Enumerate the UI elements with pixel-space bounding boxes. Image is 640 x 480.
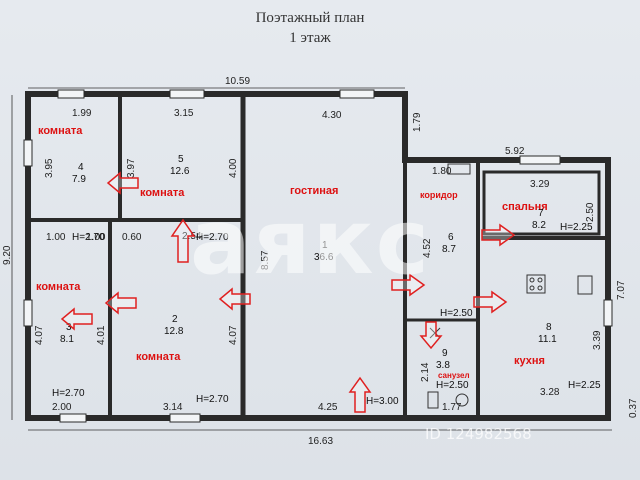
room-1-height: H=3.00	[366, 396, 399, 407]
flow-arrows	[60, 171, 516, 413]
dim-bottom-r3: 2.00	[52, 402, 72, 413]
room-5-area: 12.6	[170, 166, 190, 177]
watermark-logo: аякс	[190, 190, 431, 295]
room-2-height: H=2.70	[196, 394, 229, 405]
dim-mid-a: 1.00	[46, 232, 66, 243]
room-4-number: 4	[78, 162, 84, 173]
room-4-height: H=2.70	[72, 232, 105, 243]
room-9-label: санузел	[438, 371, 470, 380]
dim-corr-height: 4.52	[422, 238, 433, 258]
room-7-height: H=2.25	[560, 222, 593, 233]
room-3-area: 8.1	[60, 334, 74, 345]
fixtures	[427, 163, 593, 409]
toilet-icon	[427, 391, 439, 409]
dim-bottom-total: 16.63	[308, 436, 333, 447]
dim-top-corr: 1.80	[432, 166, 452, 177]
dim-bottom-living: 4.25	[318, 402, 338, 413]
arrow-right-icon	[481, 223, 516, 247]
room-6-number: 6	[448, 232, 454, 243]
room-3-number: 3	[66, 322, 72, 333]
dim-left-r4: 3.95	[44, 158, 55, 178]
boiler-icon	[447, 163, 471, 175]
dim-bottom-r2: 3.14	[163, 402, 183, 413]
dim-top-total: 10.59	[225, 76, 250, 87]
room-4-label: комната	[38, 125, 83, 137]
dim-kitchen-right: 3.39	[592, 330, 603, 350]
arrow-left-icon	[106, 171, 139, 195]
dim-r2-right: 4.07	[228, 325, 239, 345]
dim-living-left: 8.57	[260, 250, 271, 270]
sink-icon	[577, 275, 593, 295]
arrow-left-icon	[104, 291, 137, 315]
room-2-label: комната	[136, 351, 181, 363]
room-3-label: комната	[36, 281, 81, 293]
arrow-down-icon	[419, 321, 443, 350]
dim-r3-right: 4.01	[96, 325, 107, 345]
dim-left-total: 9.20	[2, 245, 13, 265]
room-8-number: 8	[546, 322, 552, 333]
dim-far-right-small: 0.37	[628, 398, 639, 418]
room-9-height: H=2.50	[436, 380, 469, 391]
dim-mid-c: 0.60	[122, 232, 142, 243]
dim-top-right: 5.92	[505, 146, 525, 157]
plan-floor-label: 1 этаж	[289, 30, 331, 46]
dim-r7-top: 3.29	[530, 179, 550, 190]
room-5-label: комната	[140, 187, 185, 199]
arrow-right-icon	[391, 273, 426, 297]
room-1-label: гостиная	[290, 185, 338, 197]
walls	[25, 91, 611, 421]
arrow-left-icon	[218, 287, 251, 311]
room-4-area: 7.9	[72, 174, 86, 185]
dim-mid-b: 1.00	[86, 232, 106, 243]
room-8-label: кухня	[514, 355, 545, 367]
dim-right-step: 1.79	[412, 112, 423, 132]
room-5-number: 5	[178, 154, 184, 165]
dim-r5-right: 4.00	[228, 158, 239, 178]
dim-far-right: 7.07	[616, 280, 627, 300]
room-6-area: 8.7	[442, 244, 456, 255]
room-9-area: 3.8	[436, 360, 450, 371]
room-2-area: 12.8	[164, 326, 184, 337]
dim-top-r4: 1.99	[72, 108, 92, 119]
arrow-up-icon	[170, 218, 196, 263]
room-5-height: H=2.70	[196, 232, 229, 243]
room-3-height: H=2.70	[52, 388, 85, 399]
stove-icon	[526, 274, 546, 294]
room-6-label: коридор	[420, 190, 458, 200]
dim-r4-r5-wall: 3.97	[126, 158, 137, 178]
room-7-label: спальня	[502, 201, 548, 213]
dim-bath-width: 1.77	[442, 402, 462, 413]
room-1-number: 1	[322, 240, 328, 251]
dim-top-r5: 3.15	[174, 108, 194, 119]
watermark-id: ID 124982568	[425, 425, 532, 443]
dim-bath-height: 2.14	[420, 362, 431, 382]
room-8-area: 11.1	[538, 334, 557, 345]
room-7-number: 7	[538, 208, 544, 219]
dim-top-living: 4.30	[322, 110, 342, 121]
room-9-number: 9	[442, 348, 448, 359]
windows	[23, 89, 613, 423]
dimension-lines	[11, 87, 612, 431]
dim-r7-right: 2.50	[585, 202, 596, 222]
dim-left-r3: 4.07	[34, 325, 45, 345]
arrow-right-icon	[473, 290, 508, 314]
plan-title: Поэтажный план	[255, 10, 365, 26]
room-1-area: 36.6	[314, 252, 334, 263]
room-8-height: H=2.25	[568, 380, 601, 391]
room-6-height: H=2.50	[440, 308, 473, 319]
room-7-area: 8.2	[532, 220, 546, 231]
room-2-number: 2	[172, 314, 178, 325]
dim-kitchen-bottom: 3.28	[540, 387, 560, 398]
arrow-up-icon	[348, 376, 372, 413]
arrow-left-icon	[60, 307, 93, 331]
washbasin-icon	[455, 393, 469, 407]
